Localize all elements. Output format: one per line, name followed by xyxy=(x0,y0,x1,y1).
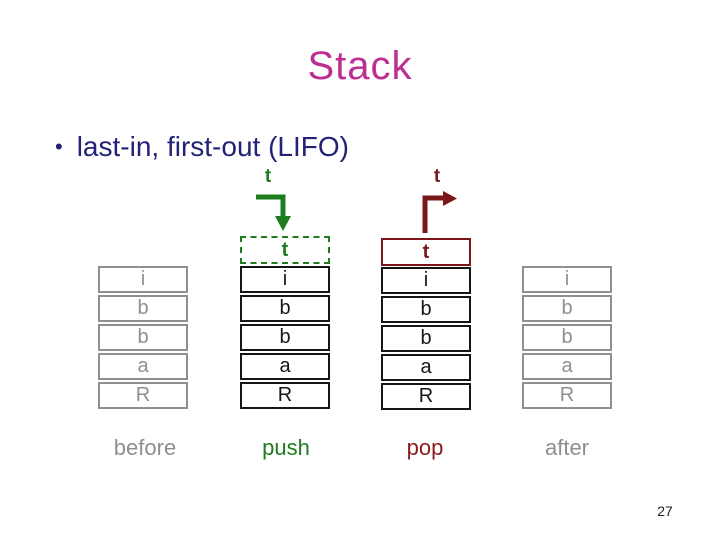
page-number: 27 xyxy=(657,503,673,519)
stack-cell: i xyxy=(240,266,330,293)
popped-cell: t xyxy=(381,238,471,266)
push-arrow-icon xyxy=(256,194,291,231)
label-before: before xyxy=(113,435,177,460)
stack-cell: i xyxy=(522,266,612,293)
stack-cell: b xyxy=(240,295,330,322)
label-push: push xyxy=(262,435,310,460)
stack-cell: a xyxy=(381,354,471,381)
stack-cell: b xyxy=(98,295,188,322)
stack-cell: b xyxy=(381,296,471,323)
bullet-line: • last-in, first-out (LIFO) xyxy=(55,131,349,163)
stack-cell: b xyxy=(522,295,612,322)
pop-arrow-icon xyxy=(422,191,457,233)
stack-cell: b xyxy=(381,325,471,352)
push-pointer-label: t xyxy=(264,166,272,187)
bullet-text: last-in, first-out (LIFO) xyxy=(76,131,349,162)
stack-cell: i xyxy=(381,267,471,294)
stack-push: i b b a R xyxy=(240,266,330,411)
stack-cell: a xyxy=(240,353,330,380)
stack-cell: R xyxy=(522,382,612,409)
stack-cell: i xyxy=(98,266,188,293)
stack-cell: a xyxy=(522,353,612,380)
stack-cell: R xyxy=(240,382,330,409)
stack-cell: b xyxy=(240,324,330,351)
stack-cell: R xyxy=(98,382,188,409)
stack-before: i b b a R xyxy=(98,266,188,411)
bullet-icon: • xyxy=(55,134,63,159)
label-pop: pop xyxy=(406,435,444,460)
stack-cell: R xyxy=(381,383,471,410)
pop-pointer-label: t xyxy=(433,166,441,187)
label-after: after xyxy=(544,435,590,460)
stack-cell: b xyxy=(522,324,612,351)
pushed-cell: t xyxy=(240,236,330,264)
stack-pop: i b b a R xyxy=(381,267,471,412)
page-title: Stack xyxy=(307,44,413,88)
stack-cell: a xyxy=(98,353,188,380)
stack-after: i b b a R xyxy=(522,266,612,411)
stack-cell: b xyxy=(98,324,188,351)
